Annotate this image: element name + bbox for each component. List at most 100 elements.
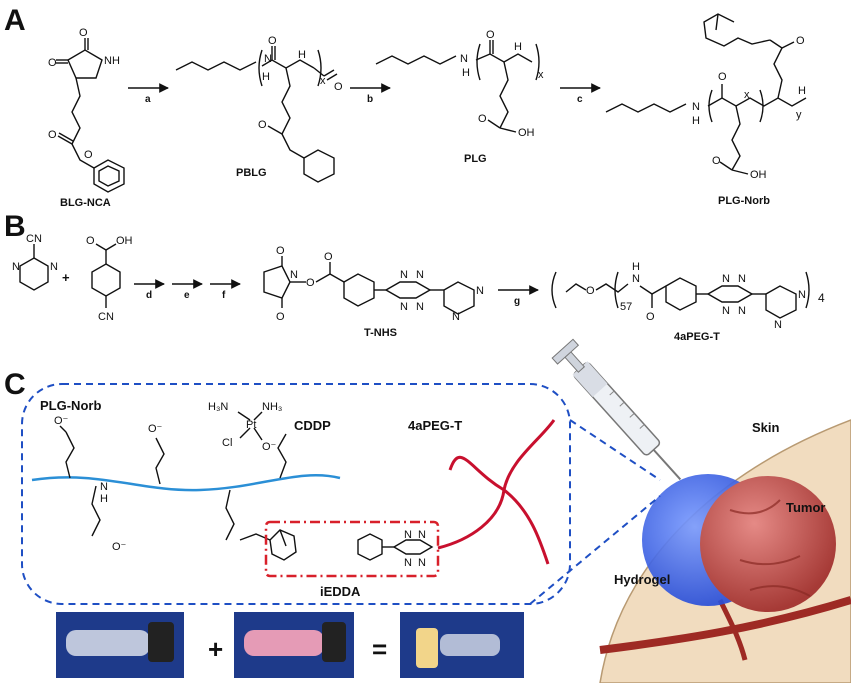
compound-plg: PLG (464, 153, 487, 165)
peg-n3: N (722, 305, 730, 317)
zoom-line-top (569, 419, 661, 481)
peg-n: N (632, 273, 640, 285)
hydrogel-zoom-box (21, 383, 571, 605)
pblg-n: N (264, 53, 272, 65)
plg-oh: OH (518, 127, 535, 139)
panel-label-c: C (4, 368, 26, 401)
tnhs-o2: O (276, 311, 285, 323)
label-hydrogel: Hydrogel (614, 572, 670, 587)
label-4apeg-t: 4aPEG-T (408, 418, 462, 433)
compound-t-nhs: T-NHS (364, 327, 397, 339)
nca-o1: O (48, 57, 57, 69)
cddp-nh3: NH₃ (262, 401, 282, 413)
nca-o3: O (48, 129, 57, 141)
nca-o4: O (84, 149, 93, 161)
plg-structure (375, 40, 540, 133)
label-skin: Skin (752, 420, 780, 435)
sc-h: H (100, 493, 108, 505)
step-f: f (222, 290, 226, 301)
plg-h: H (462, 67, 470, 79)
cddp-h3n: H₃N (208, 401, 228, 413)
zoom-line-bottom (529, 495, 661, 605)
compound-4apeg-t: 4aPEG-T (674, 331, 720, 343)
compound-blg-nca: BLG-NCA (60, 197, 111, 209)
pblg-o: O (268, 35, 277, 47)
pblg-h: H (262, 71, 270, 83)
pblg-nh: H (298, 49, 306, 61)
norb-h: H (692, 115, 700, 127)
peg-o: O (586, 285, 595, 297)
step-d: d (146, 290, 152, 301)
panel-label-b: B (4, 210, 26, 243)
norb-y: y (796, 109, 802, 121)
vial-plg-norb (56, 612, 184, 678)
step-e: e (184, 290, 190, 301)
peg-57: 57 (620, 301, 632, 313)
plg-x: x (538, 69, 544, 81)
op-equals: = (372, 634, 387, 664)
sc-n: N (100, 481, 108, 493)
benz-oh: OH (116, 235, 133, 247)
t-nhs-structure (263, 256, 475, 315)
blg-nca-structure (56, 38, 125, 193)
tnhs-o4: O (324, 251, 333, 263)
label-cddp: CDDP (294, 418, 331, 433)
norb-o2: O (796, 35, 805, 47)
tetrazine-structure (357, 533, 434, 561)
step-c: c (577, 94, 583, 105)
plg-o2: O (478, 113, 487, 125)
cyanopyrimidine-structure (19, 244, 49, 291)
norb-oh: OH (750, 169, 767, 181)
tnhs-n: N (290, 269, 298, 281)
peg-t-structure (551, 271, 810, 319)
peg-arms: 4 (818, 291, 825, 305)
peg-n5: N (798, 289, 806, 301)
step-a: a (145, 94, 151, 105)
side-chains (59, 425, 287, 541)
tnhs-o3: O (306, 277, 315, 289)
pblg-structure (175, 46, 338, 183)
peg-arms-red (437, 419, 556, 565)
peg-n1: N (722, 273, 730, 285)
pyr-cn: CN (26, 233, 42, 245)
plg-norb-structure (605, 13, 807, 175)
tnhs-n2: N (416, 269, 424, 281)
peg-n2: N (738, 273, 746, 285)
vial-hydrogel (400, 612, 524, 678)
pyr-n2: N (12, 261, 20, 273)
tz-n1: N (404, 529, 412, 541)
tnhs-n1: N (400, 269, 408, 281)
cddp-pt: Pt (246, 419, 256, 431)
peg-n4: N (738, 305, 746, 317)
syringe-icon (551, 338, 682, 481)
norb-n: N (692, 101, 700, 113)
tumor-mass (700, 476, 836, 612)
norb-o1: O (718, 71, 727, 83)
plg-nh: H (514, 41, 522, 53)
pblg-o3: O (258, 119, 267, 131)
plg-n: N (460, 53, 468, 65)
sc-o3: O⁻ (112, 541, 127, 553)
norb-x: x (744, 89, 750, 101)
norb-nh: H (798, 85, 806, 97)
tnhs-n3: N (400, 301, 408, 313)
pyr-n1: N (50, 261, 58, 273)
plg-o: O (486, 29, 495, 41)
cddp-cl: Cl (222, 437, 232, 449)
cddp-o: O⁻ (262, 441, 277, 453)
compound-pblg: PBLG (236, 167, 267, 179)
label-plg-norb: PLG-Norb (40, 398, 101, 413)
benz-cn: CN (98, 311, 114, 323)
norb-o3: O (712, 155, 721, 167)
compound-plg-norb: PLG-Norb (718, 195, 770, 207)
tz-n4: N (418, 557, 426, 569)
blood-vessel (599, 596, 851, 654)
tnhs-n6: N (452, 311, 460, 323)
peg-o2: O (646, 311, 655, 323)
peg-n6: N (774, 319, 782, 331)
tz-n2: N (418, 529, 426, 541)
sc-o1: O⁻ (54, 415, 69, 427)
sc-o2: O⁻ (148, 423, 163, 435)
plus-b: + (62, 270, 70, 285)
tnhs-n5: N (476, 285, 484, 297)
